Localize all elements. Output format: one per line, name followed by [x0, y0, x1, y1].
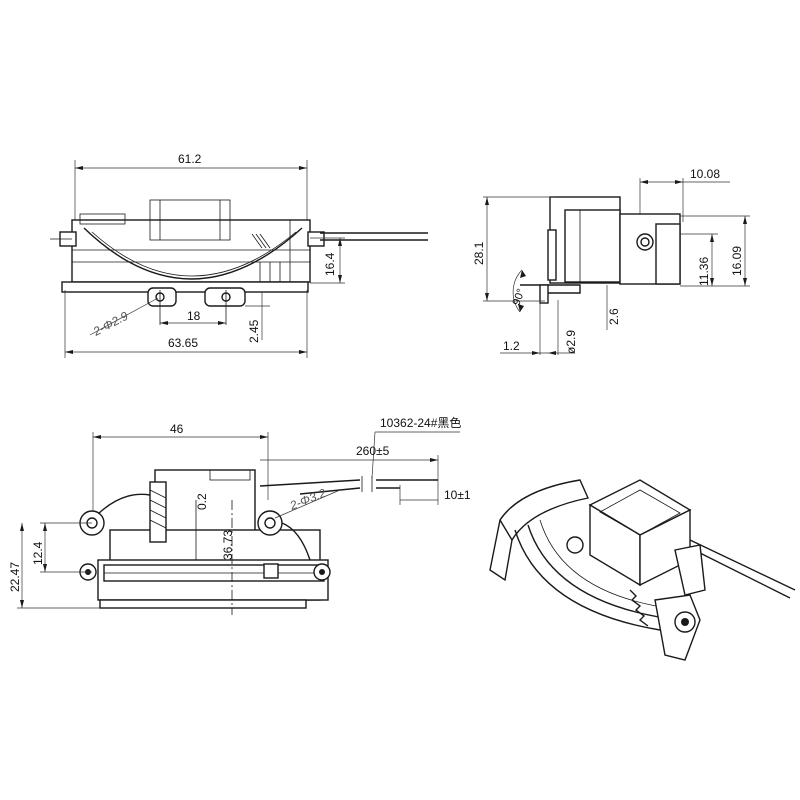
- dim-offset-right: 2.6: [607, 308, 621, 325]
- top-right-view: 10.08 28.1 90° 11.36: [472, 167, 750, 355]
- isometric-view: [489, 479, 796, 661]
- top-left-view: 61.2: [50, 152, 428, 358]
- dim-base-width: 63.65: [168, 336, 198, 350]
- bottom-left-view: 46 10362-24#黑色 260±5 10±1: [8, 416, 471, 615]
- dim-offset: 2.45: [247, 319, 261, 343]
- wire-spec-label: 10362-24#黑色: [380, 416, 461, 430]
- dim-angle: 90°: [511, 287, 528, 307]
- dim-inner-height: 11.36: [697, 257, 711, 286]
- dim-total-height: 28.1: [472, 241, 486, 265]
- dim-gap: 0.2: [195, 493, 209, 510]
- dim-hole-offset: 12.4: [31, 541, 45, 565]
- dim-wire-length: 260±5: [356, 444, 390, 458]
- dim-height: 16.4: [323, 252, 337, 276]
- dim-width: 46: [170, 422, 184, 436]
- dim-hole-callout: 2-Φ2.9: [90, 309, 131, 340]
- dim-overall-width: 61.2: [178, 152, 202, 166]
- dim-hole-callout-b: 2-Φ3.2: [287, 486, 328, 513]
- dim-span: 36.73: [221, 530, 235, 560]
- dim-outer-height: 16.09: [730, 246, 744, 276]
- dim-depth: 10.08: [690, 167, 720, 181]
- dim-height-b: 22.47: [8, 562, 22, 592]
- dim-hole-spacing: 18: [187, 309, 201, 323]
- dim-hole-dia: ø2.9: [564, 330, 578, 354]
- dim-plate: 1.2: [503, 339, 520, 353]
- dim-strip-length: 10±1: [444, 488, 471, 502]
